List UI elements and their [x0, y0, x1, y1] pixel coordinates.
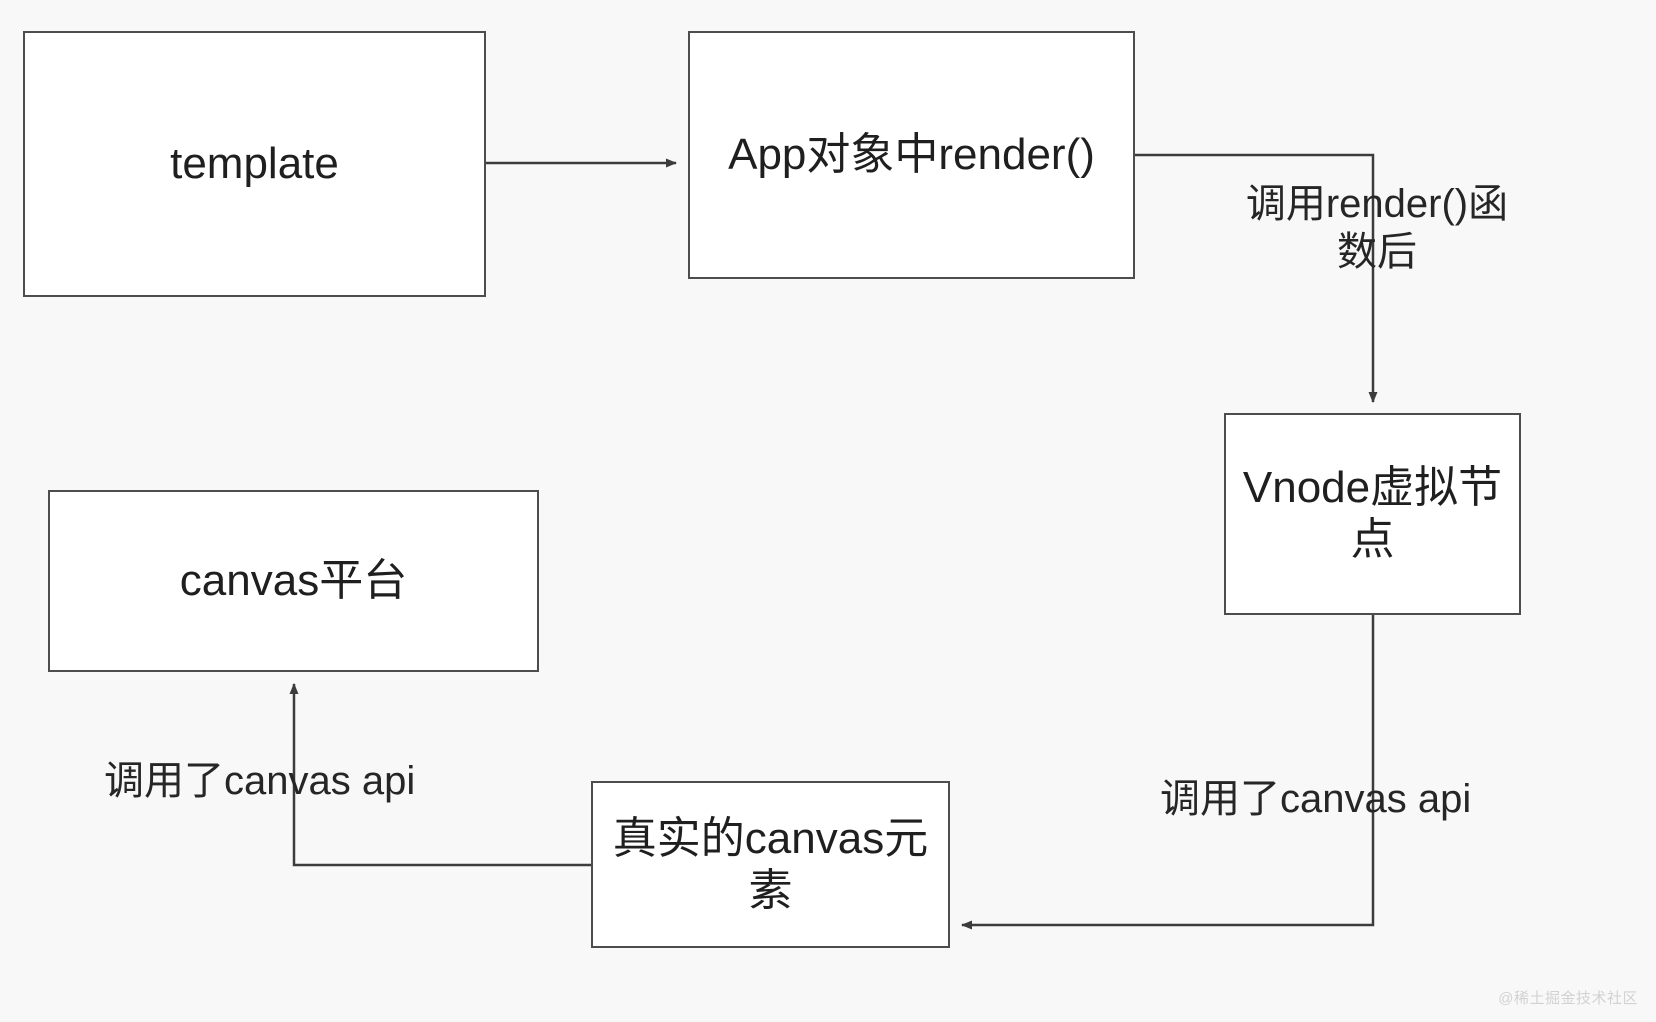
edge-label-app-to-vnode: 调用render()函 数后 [1245, 182, 1509, 274]
node-template-label: template [170, 139, 339, 189]
node-canvas-platform-label: canvas平台 [179, 556, 408, 606]
node-template[interactable]: template [23, 31, 486, 297]
node-canvas-platform[interactable]: canvas平台 [48, 490, 539, 672]
node-vnode-label: Vnode虚拟节 点 [1242, 463, 1503, 564]
node-app-render[interactable]: App对象中render() [688, 31, 1135, 279]
node-app-render-label: App对象中render() [728, 130, 1095, 180]
node-real-canvas-label: 真实的canvas元 素 [612, 813, 929, 915]
edge-vnode-to-real-canvas [961, 615, 1375, 930]
edge-label-real-canvas-to-platform: 调用了canvas api [104, 759, 416, 803]
watermark: @稀土掘金技术社区 [1498, 990, 1638, 1007]
node-vnode[interactable]: Vnode虚拟节 点 [1224, 413, 1521, 615]
edge-label-vnode-to-real-canvas: 调用了canvas api [1160, 777, 1472, 821]
node-real-canvas[interactable]: 真实的canvas元 素 [591, 781, 950, 948]
